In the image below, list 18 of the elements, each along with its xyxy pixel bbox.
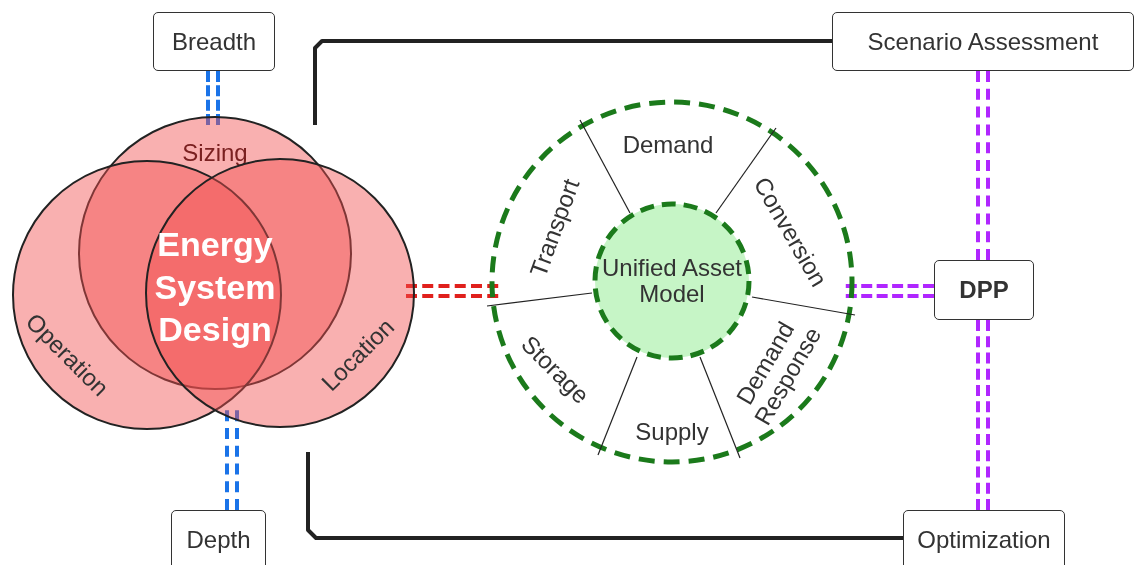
double-dashed-connector [225, 408, 239, 512]
connector-line [306, 452, 903, 540]
connector-line [313, 39, 832, 125]
double-dashed-connector [206, 69, 220, 127]
label-box: Depth [171, 510, 266, 565]
label-box: DPP [934, 260, 1034, 320]
venn-center-label: Energy System Design [153, 224, 277, 351]
label-box: Optimization [903, 510, 1065, 565]
circle-label: Unified Asset Model [600, 254, 744, 308]
double-dashed-connector [976, 69, 990, 262]
double-dashed-connector [843, 284, 936, 298]
label-box: Scenario Assessment [832, 12, 1134, 71]
label-box: Breadth [153, 12, 275, 71]
double-dashed-connector [404, 284, 501, 298]
sector-label: Demand [622, 131, 714, 159]
sector-label: Supply [635, 418, 709, 446]
circle-label: Sizing [182, 139, 248, 167]
double-dashed-connector [976, 318, 990, 512]
